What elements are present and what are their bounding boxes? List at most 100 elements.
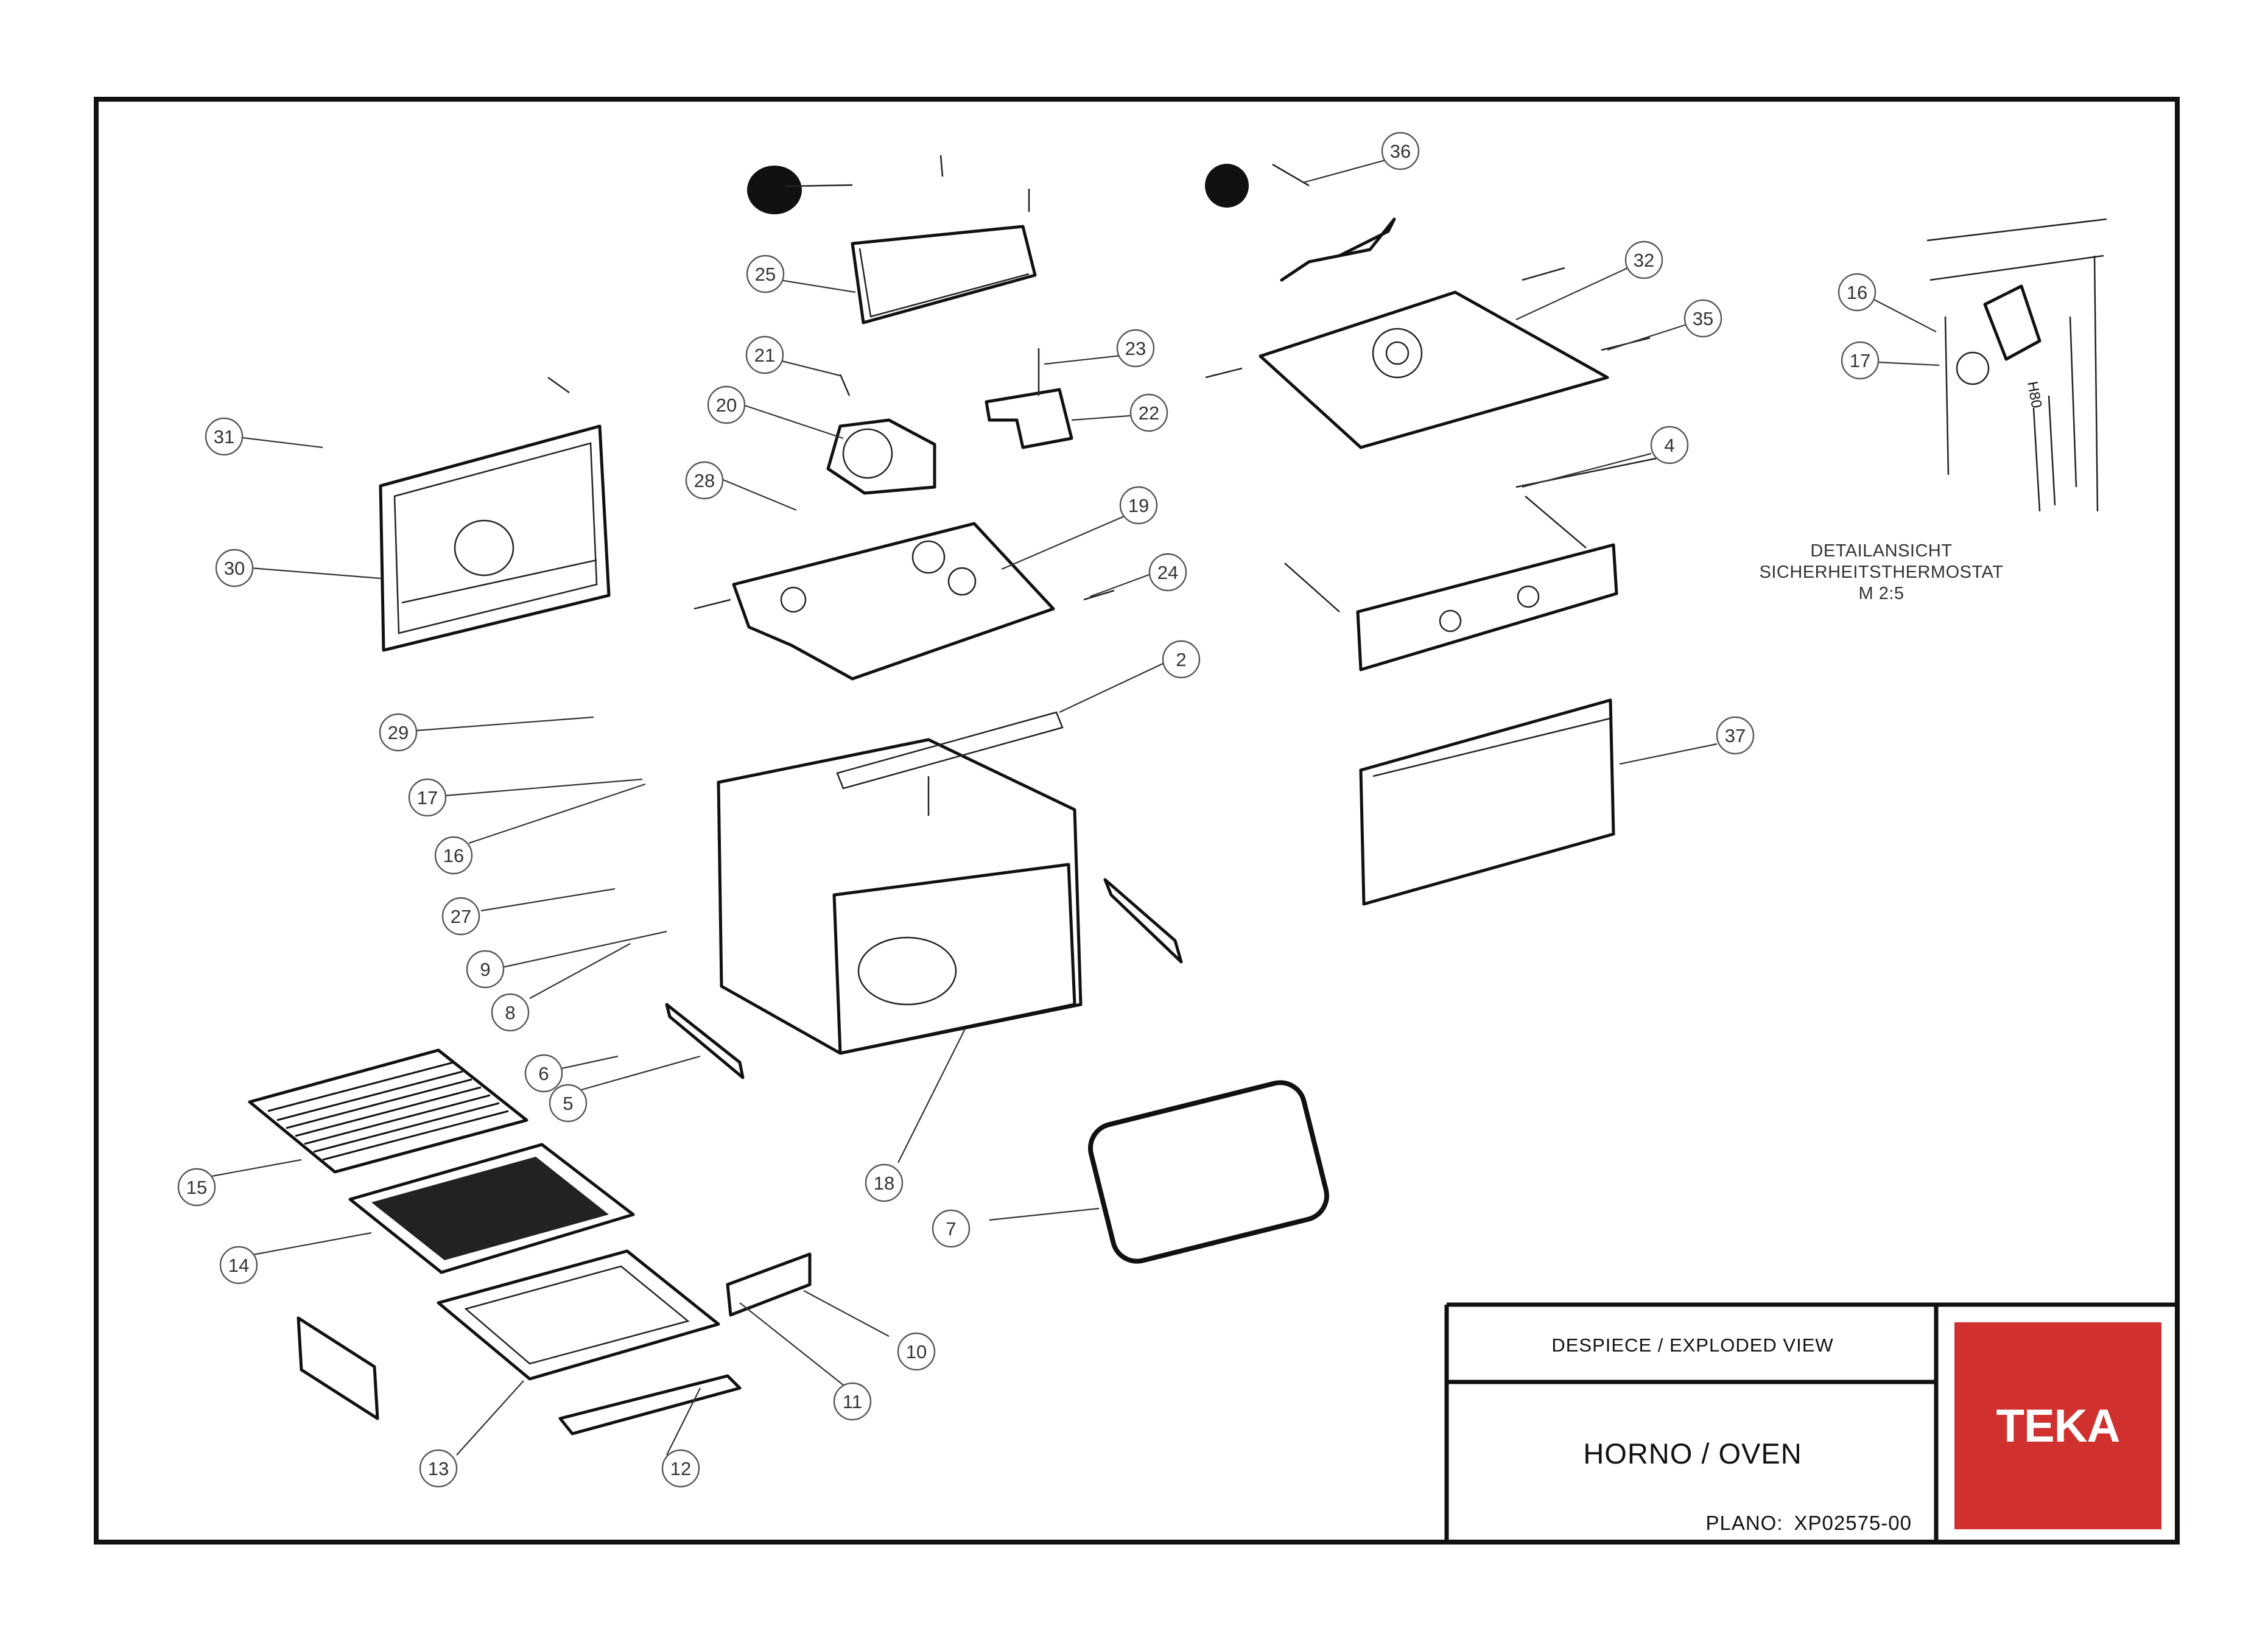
drawing-title: HORNO / OVEN [1583, 1437, 1802, 1470]
detail-caption-line-3: M 2:5 [1858, 583, 1905, 603]
callout-8: 8 [491, 993, 530, 1032]
callout-6: 6 [524, 1054, 563, 1093]
svg-text:32: 32 [1634, 250, 1654, 271]
logo-text: TEKA [1996, 1400, 2121, 1452]
part-side-rails [297, 878, 1183, 1420]
callout-22: 22 [1129, 393, 1168, 432]
callout-19: 19 [1119, 486, 1158, 525]
part-door [1359, 698, 1615, 906]
part-deep-tray [348, 1143, 635, 1274]
callout-24: 24 [1148, 553, 1187, 592]
callout-11: 11 [833, 1382, 872, 1421]
callout-13: 13 [419, 1449, 458, 1488]
svg-text:9: 9 [480, 959, 490, 980]
part-wire [1515, 457, 1660, 549]
callout-12: 12 [661, 1449, 700, 1488]
part-back-panel [379, 376, 611, 652]
detail-callout-17: 17 [1841, 341, 1880, 380]
svg-text:8: 8 [505, 1002, 515, 1023]
svg-text:12: 12 [670, 1458, 691, 1479]
callout-28: 28 [685, 461, 724, 500]
svg-text:30: 30 [224, 558, 245, 579]
svg-text:2: 2 [1176, 649, 1186, 670]
part-oven-cavity [717, 711, 1083, 1055]
drawing-frame [94, 97, 2180, 1545]
callout-29: 29 [379, 713, 418, 752]
svg-text:13: 13 [428, 1458, 449, 1479]
callout-14: 14 [219, 1246, 258, 1285]
callout-2: 2 [1162, 640, 1201, 679]
part-bracket [985, 348, 1073, 449]
callout-20: 20 [707, 385, 746, 424]
svg-text:6: 6 [538, 1063, 549, 1084]
callout-18: 18 [865, 1163, 904, 1202]
callout-10: 10 [897, 1332, 936, 1371]
part-shelf-guide [558, 1374, 742, 1436]
detail-thermostat-view: H80 [1926, 218, 2107, 512]
svg-text:36: 36 [1390, 141, 1411, 162]
svg-text:11: 11 [843, 1391, 862, 1412]
view-label: DESPIECE / EXPLODED VIEW [1551, 1334, 1834, 1356]
part-sensor [1205, 163, 1396, 282]
svg-text:21: 21 [754, 345, 775, 366]
svg-text:28: 28 [694, 470, 715, 491]
callout-9: 9 [466, 950, 505, 989]
svg-text:27: 27 [451, 906, 471, 927]
svg-text:35: 35 [1693, 308, 1713, 329]
svg-text:31: 31 [214, 426, 234, 447]
teka-logo: TEKA [1954, 1322, 2161, 1529]
plano-label: PLANO: [1705, 1512, 1783, 1534]
callout-21: 21 [745, 335, 784, 374]
callout-35: 35 [1683, 299, 1722, 338]
svg-text:17: 17 [1850, 350, 1870, 371]
svg-text:19: 19 [1128, 495, 1149, 516]
plano-value: XP02575-00 [1794, 1512, 1912, 1534]
callout-32: 32 [1624, 240, 1663, 279]
part-top-cover [747, 155, 1037, 324]
svg-text:14: 14 [228, 1255, 249, 1276]
callout-5: 5 [549, 1084, 588, 1123]
part-control-panel [1284, 543, 1618, 671]
callout-30: 30 [215, 549, 254, 587]
detail-caption-line-1: DETAILANSICHT [1810, 541, 1953, 561]
svg-text:16: 16 [443, 845, 464, 866]
callout-15: 15 [177, 1168, 216, 1207]
callout-25: 25 [746, 254, 785, 293]
part-door-seal [1088, 1080, 1329, 1264]
part-fan-motor [826, 374, 936, 495]
svg-text:23: 23 [1125, 338, 1146, 359]
callout-27: 27 [441, 897, 480, 936]
callout-16: 16 [434, 836, 473, 875]
part-baking-tray [437, 1249, 720, 1381]
callout-36: 36 [1381, 131, 1420, 170]
callout-4: 4 [1650, 426, 1689, 465]
part-grill-rack [248, 1048, 528, 1174]
title-block-frame [1444, 1302, 2177, 1542]
svg-text:24: 24 [1157, 562, 1178, 583]
svg-text:5: 5 [563, 1093, 573, 1114]
leader-lines [211, 151, 1940, 1456]
callout-23: 23 [1116, 329, 1155, 368]
detail-callout-16: 16 [1838, 273, 1877, 312]
svg-text:29: 29 [388, 722, 409, 743]
callout-31: 31 [205, 417, 244, 456]
part-top-panel [1205, 267, 1651, 449]
svg-text:18: 18 [874, 1173, 894, 1194]
svg-text:10: 10 [906, 1341, 927, 1362]
callout-17: 17 [408, 778, 447, 817]
svg-text:20: 20 [716, 394, 737, 416]
svg-text:22: 22 [1139, 402, 1159, 424]
detail-caption-line-2: SICHERHEITSTHERMOSTAT [1759, 562, 2004, 582]
svg-text:4: 4 [1664, 435, 1674, 456]
detail-caption: DETAILANSICHT SICHERHEITSTHERMOSTAT M 2:… [1729, 541, 2034, 604]
svg-text:25: 25 [755, 264, 776, 285]
detail-plate-text: H80 [2024, 380, 2045, 409]
svg-text:15: 15 [186, 1177, 207, 1198]
plano-number: PLANO: XP02575-00 [1452, 1509, 1912, 1538]
callout-7: 7 [932, 1209, 971, 1248]
svg-text:16: 16 [1847, 282, 1867, 303]
svg-text:37: 37 [1725, 725, 1746, 746]
callout-37: 37 [1716, 716, 1755, 755]
svg-text:17: 17 [417, 787, 438, 808]
